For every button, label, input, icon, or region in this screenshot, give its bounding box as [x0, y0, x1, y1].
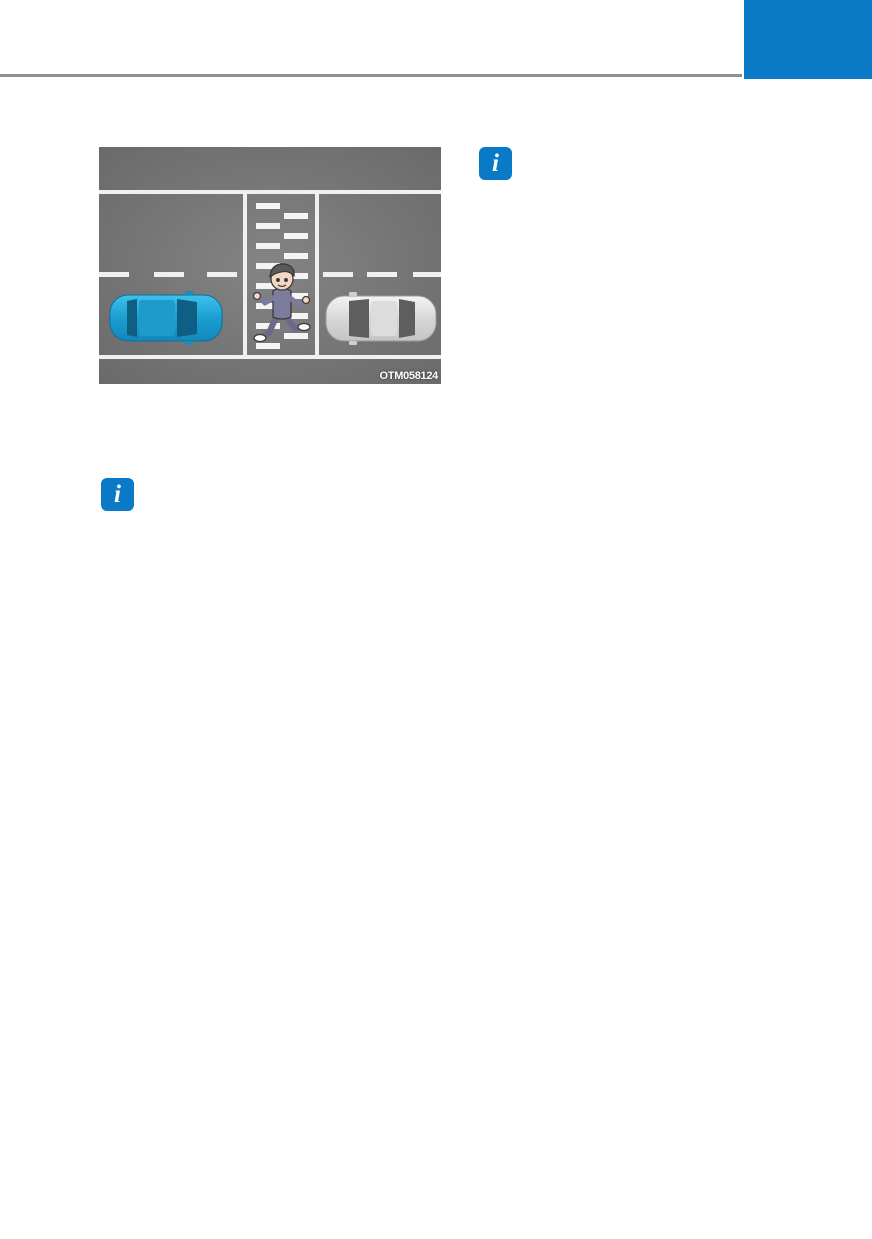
zebra-crossing	[256, 203, 308, 349]
header-rule	[0, 74, 742, 77]
stop-line-left	[243, 194, 247, 355]
center-dashed-line	[99, 272, 441, 277]
figure-code: OTM058124	[379, 370, 439, 382]
chapter-tab	[744, 0, 872, 79]
info-icon: i	[479, 147, 512, 180]
pedestrian-figure	[252, 263, 311, 343]
info-icon: i	[101, 478, 134, 511]
crosswalk-illustration: OTM058124	[99, 147, 441, 384]
road-edge-line-bottom	[99, 355, 441, 359]
stop-line-right	[315, 194, 319, 355]
road-edge-line-top	[99, 190, 441, 194]
blue-car	[109, 291, 223, 345]
crosswalk-svg	[99, 147, 441, 384]
white-car	[325, 292, 437, 345]
